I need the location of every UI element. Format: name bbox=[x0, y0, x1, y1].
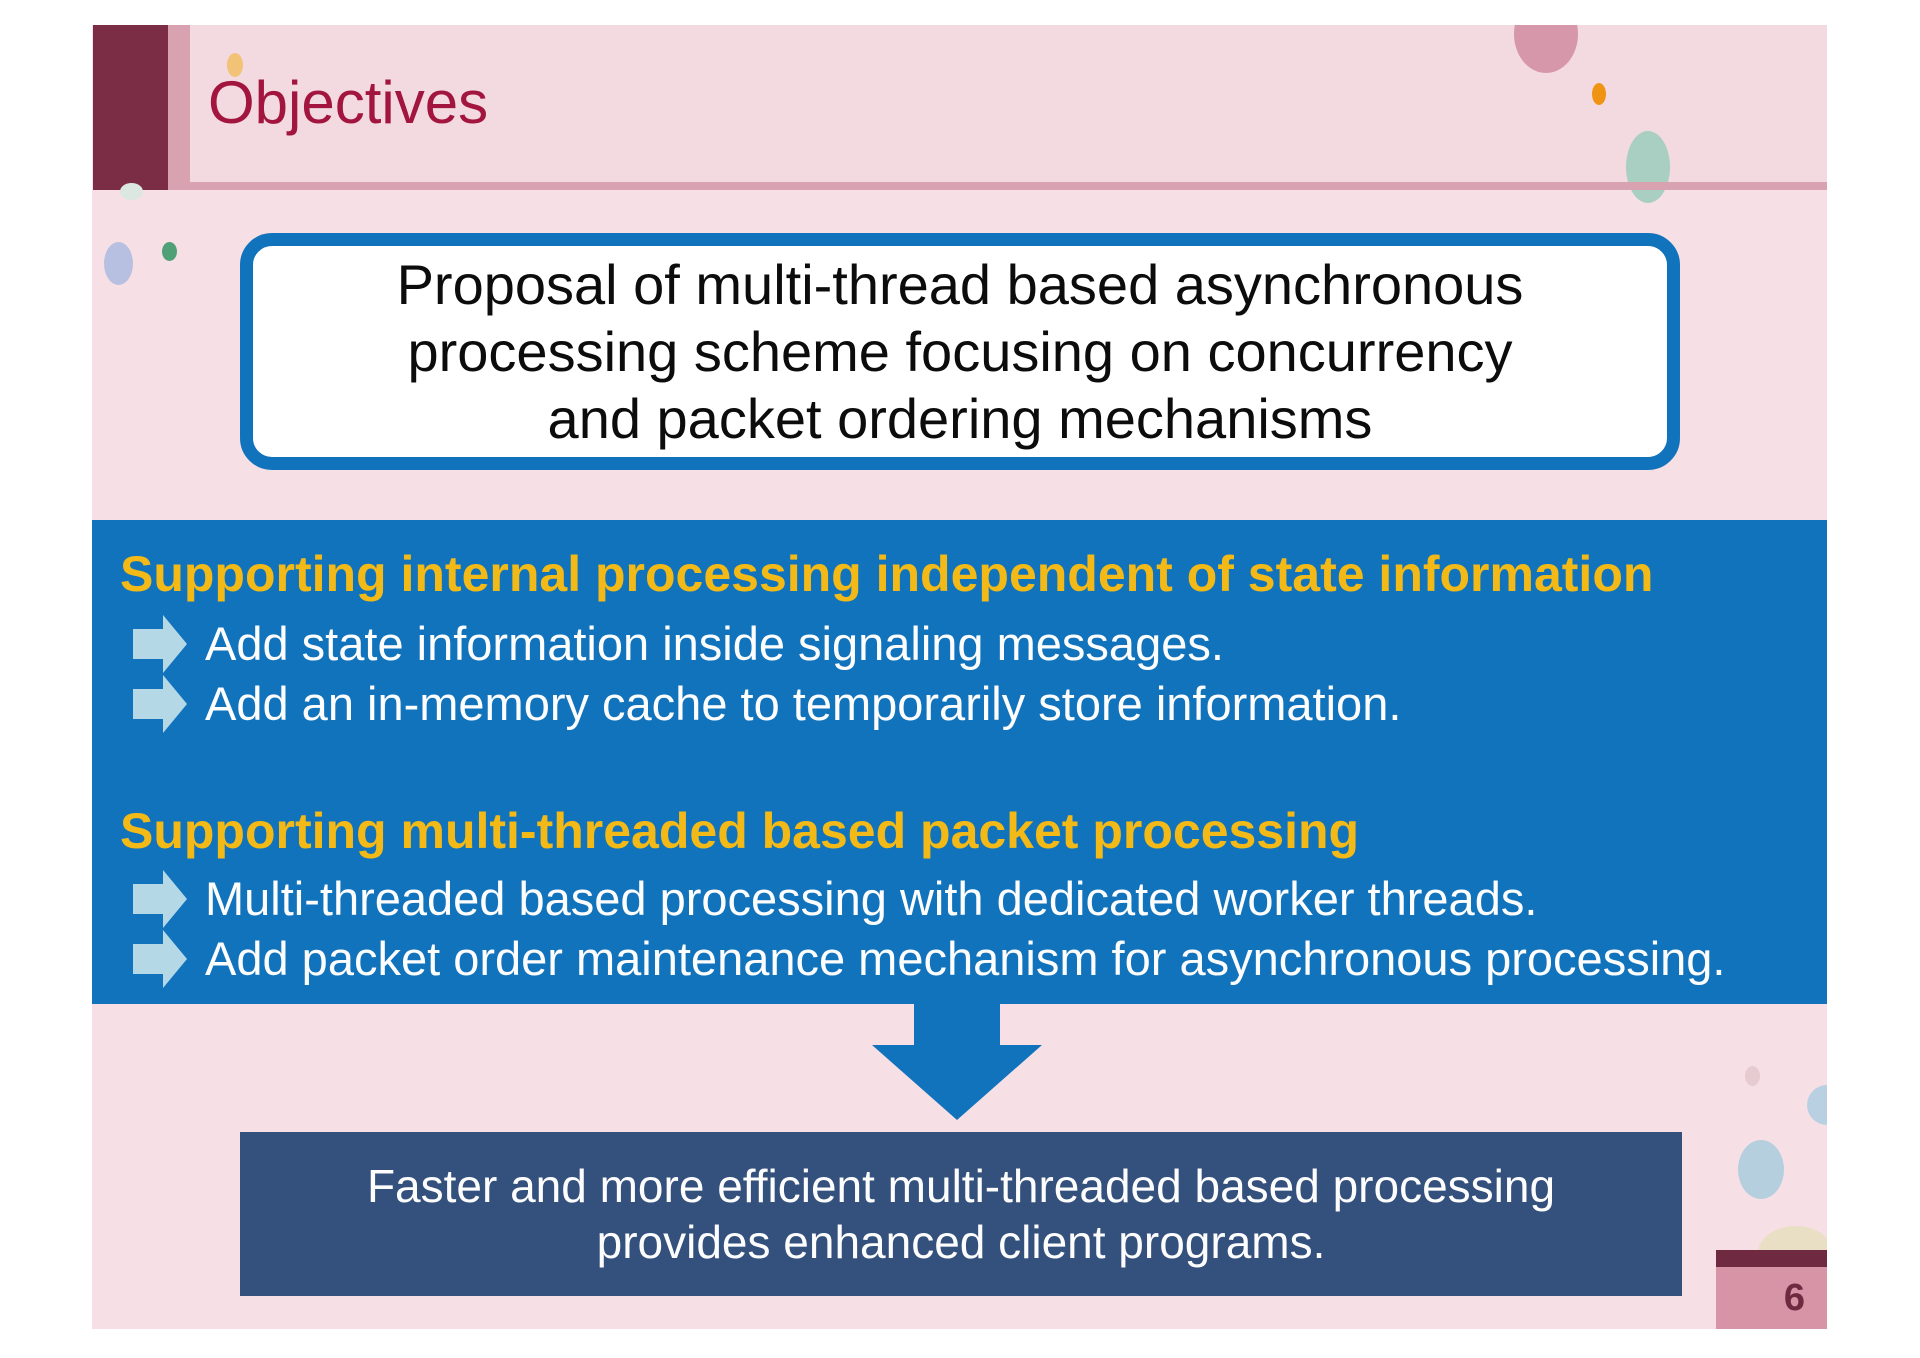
title-underline bbox=[190, 182, 1827, 190]
conclusion-box: Faster and more efficient multi-threaded… bbox=[240, 1132, 1682, 1296]
section-heading: Supporting multi-threaded based packet p… bbox=[120, 803, 1360, 859]
proposal-line: and packet ordering mechanisms bbox=[547, 387, 1373, 450]
bullet-text: Multi-threaded based processing with ded… bbox=[205, 872, 1538, 925]
decor-orange-dot bbox=[1592, 83, 1606, 105]
decor-mint-dot bbox=[120, 183, 143, 200]
decor-lavender-circle bbox=[104, 242, 133, 285]
header-maroon-block bbox=[93, 25, 168, 190]
slide: Objectives Proposal of multi-thread base… bbox=[92, 25, 1827, 1329]
arrow-bullet-icon bbox=[133, 870, 187, 928]
bullet-text: Add packet order maintenance mechanism f… bbox=[205, 932, 1726, 985]
slide-title: Objectives bbox=[208, 69, 489, 136]
conclusion-line: provides enhanced client programs. bbox=[596, 1216, 1326, 1268]
arrow-bullet-icon bbox=[133, 930, 187, 988]
arrow-bullet-icon bbox=[133, 615, 187, 673]
proposal-line: processing scheme focusing on concurrenc… bbox=[407, 320, 1513, 383]
bullet-text: Add an in-memory cache to temporarily st… bbox=[205, 677, 1402, 730]
decor-teal-ellipse bbox=[1626, 131, 1670, 203]
decor-blue-edge-circle bbox=[1807, 1085, 1827, 1125]
conclusion-line: Faster and more efficient multi-threaded… bbox=[366, 1160, 1556, 1212]
decor-dusty-dot bbox=[1745, 1066, 1760, 1086]
proposal-box: Proposal of multi-thread based asynchron… bbox=[240, 233, 1680, 470]
flow-down-arrow-icon bbox=[872, 1004, 1042, 1120]
page-number: 6 bbox=[1783, 1276, 1805, 1319]
page-tab-body: 6 bbox=[1716, 1267, 1827, 1329]
objectives-panel: Supporting internal processing independe… bbox=[92, 520, 1827, 1004]
proposal-line: Proposal of multi-thread based asynchron… bbox=[396, 253, 1524, 316]
arrow-bullet-icon bbox=[133, 675, 187, 733]
decor-green-dot bbox=[162, 242, 177, 261]
page-tab-bar bbox=[1716, 1250, 1827, 1267]
header-side-strip bbox=[168, 25, 190, 190]
page-number-tab: 6 bbox=[1716, 1250, 1827, 1329]
section-heading: Supporting internal processing independe… bbox=[120, 546, 1654, 602]
bullet-text: Add state information inside signaling m… bbox=[205, 617, 1224, 670]
decor-tan-dot bbox=[227, 53, 243, 77]
decor-lightblue-ellipse bbox=[1738, 1140, 1784, 1199]
